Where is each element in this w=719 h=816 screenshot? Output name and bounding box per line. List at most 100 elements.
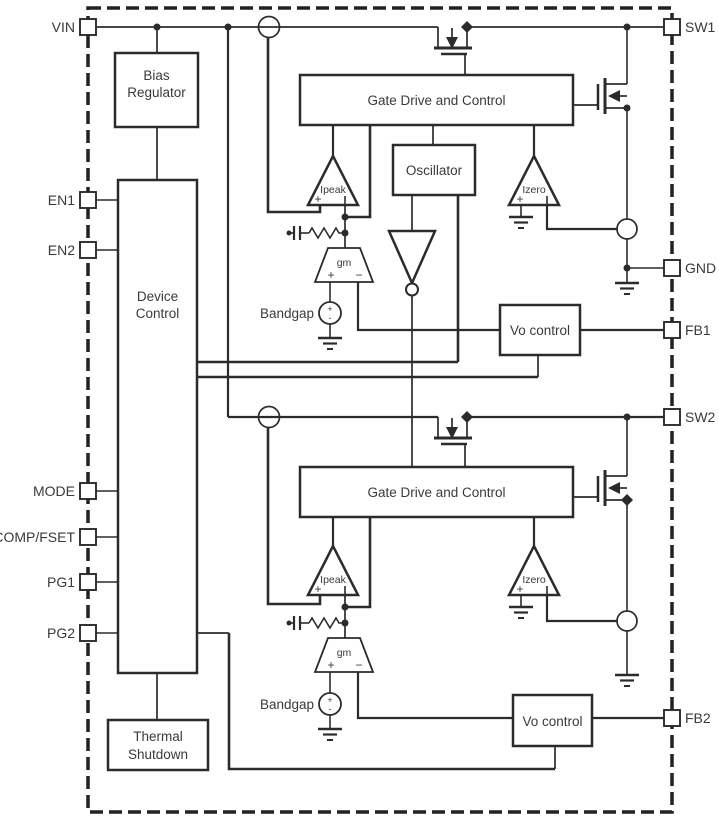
mosfet-highside-ch2 <box>434 417 472 467</box>
pin-square-gnd <box>663 259 681 277</box>
pin-label-en1: EN1 <box>48 192 75 208</box>
plus-sign: + <box>327 658 334 672</box>
pin-square-fb2 <box>663 709 681 727</box>
pin-square-pg2 <box>79 624 97 642</box>
plus-sign: + <box>516 582 523 596</box>
ground-symbol-lowfet-ch2 <box>615 673 639 687</box>
pin-square-vin <box>79 18 97 36</box>
mosfet-lowside-ch2 <box>573 470 627 506</box>
inverter <box>387 229 437 297</box>
block-bias-regulator: Bias Regulator <box>113 51 200 129</box>
bandgap-label: Bandgap <box>260 697 314 712</box>
svg-text:Shutdown: Shutdown <box>128 747 188 762</box>
svg-text:Gate Drive and Control: Gate Drive and Control <box>367 485 505 500</box>
svg-text:Control: Control <box>136 306 180 321</box>
pin-label-compfset: COMP/FSET <box>0 529 75 545</box>
svg-text:Vo control: Vo control <box>510 323 570 338</box>
svg-text:Gate Drive and Control: Gate Drive and Control <box>367 93 505 108</box>
pin-labels: VIN EN1 EN2 MODE COMP/FSET PG1 PG2 SW1 G… <box>0 19 716 726</box>
plus-sign: + <box>516 192 523 206</box>
pin-label-fb2: FB2 <box>685 710 711 726</box>
minus-sign: - <box>329 313 332 323</box>
pin-label-sw1: SW1 <box>685 19 716 35</box>
pin-square-en2 <box>79 241 97 259</box>
die-boundary <box>86 6 674 814</box>
pin-square-sw2 <box>663 408 681 426</box>
fet-arrow-icon <box>608 482 620 494</box>
ground-symbol-izero-ch1 <box>509 215 533 229</box>
ipeak-label: Ipeak <box>320 574 346 586</box>
pin-square-mode <box>79 482 97 500</box>
izero-label: Izero <box>522 184 546 196</box>
plus-sign: + <box>327 304 332 314</box>
junction-diamond <box>461 21 473 33</box>
svg-text:Oscillator: Oscillator <box>406 163 463 178</box>
svg-text:Thermal: Thermal <box>133 729 183 744</box>
resistor-icon <box>308 616 345 630</box>
svg-text:Regulator: Regulator <box>127 85 186 100</box>
pin-label-fb1: FB1 <box>685 322 711 338</box>
izero-label: Izero <box>522 574 546 586</box>
pin-square-fb1 <box>663 321 681 339</box>
comparator-ipeak-ch1: Ipeak + <box>305 153 361 207</box>
pin-label-sw2: SW2 <box>685 409 716 425</box>
fet-arrow-icon <box>446 427 458 439</box>
pin-square-en1 <box>79 191 97 209</box>
current-sensor-gnd-ch1 <box>616 218 638 240</box>
pin-square-sw1 <box>663 18 681 36</box>
block-thermal-shutdown: Thermal Shutdown <box>106 718 210 772</box>
block-device-control: Device Control <box>116 178 199 675</box>
inverter-bubble-icon <box>405 282 419 297</box>
block-vo-control-ch2: Vo control <box>511 693 594 748</box>
plus-sign: + <box>314 192 321 206</box>
pin-label-pg2: PG2 <box>47 625 75 641</box>
gm-amplifier-ch2: gm + − <box>313 637 375 673</box>
ground-symbol-bandgap-ch1 <box>318 336 342 350</box>
pin-label-pg1: PG1 <box>47 574 75 590</box>
wires <box>96 26 664 771</box>
pin-square-compfset <box>79 528 97 546</box>
minus-sign: − <box>355 658 362 672</box>
mosfet-lowside-ch1 <box>573 78 627 114</box>
comparator-izero-ch2: Izero + <box>506 543 562 597</box>
block-oscillator: Oscillator <box>391 143 477 197</box>
rc-compensation-ch1 <box>286 226 345 240</box>
minus-sign: − <box>355 268 362 282</box>
bandgap-ch2: + - Bandgap <box>260 692 342 716</box>
junction-dots <box>153 21 633 627</box>
gm-label: gm <box>337 257 352 269</box>
plus-sign: + <box>327 695 332 705</box>
resistor-icon <box>308 226 345 240</box>
minus-sign: - <box>329 704 332 714</box>
pin-squares <box>79 18 681 727</box>
mosfet-highside-ch1 <box>434 27 472 75</box>
svg-text:Vo control: Vo control <box>522 714 582 729</box>
bandgap-ch1: + - Bandgap <box>260 301 342 325</box>
ground-symbol-bandgap-ch2 <box>318 727 342 741</box>
pin-label-en2: EN2 <box>48 242 75 258</box>
svg-text:Bias: Bias <box>143 68 170 83</box>
junction-diamond <box>621 494 633 506</box>
pin-label-vin: VIN <box>52 19 75 35</box>
pin-label-gnd: GND <box>685 260 716 276</box>
ipeak-label: Ipeak <box>320 184 346 196</box>
current-sensor-vin-ch1 <box>257 15 281 39</box>
ground-symbol-gnd-pin <box>615 281 639 295</box>
fet-arrow-icon <box>446 37 458 49</box>
fet-arrow-icon <box>608 90 620 102</box>
rc-compensation-ch2 <box>286 616 345 630</box>
block-gate-drive-ch2: Gate Drive and Control <box>298 465 575 519</box>
comparator-izero-ch1: Izero + <box>506 153 562 207</box>
block-gate-drive-ch1: Gate Drive and Control <box>298 73 575 127</box>
plus-sign: + <box>314 582 321 596</box>
block-vo-control-ch1: Vo control <box>498 303 582 357</box>
plus-sign: + <box>327 268 334 282</box>
ground-symbol-izero-ch2 <box>509 605 533 619</box>
gm-label: gm <box>337 647 352 659</box>
pin-label-mode: MODE <box>33 483 75 499</box>
comparator-ipeak-ch2: Ipeak + <box>305 543 361 597</box>
current-sensor-vin-ch2 <box>257 405 281 429</box>
junction-diamond <box>461 411 473 423</box>
